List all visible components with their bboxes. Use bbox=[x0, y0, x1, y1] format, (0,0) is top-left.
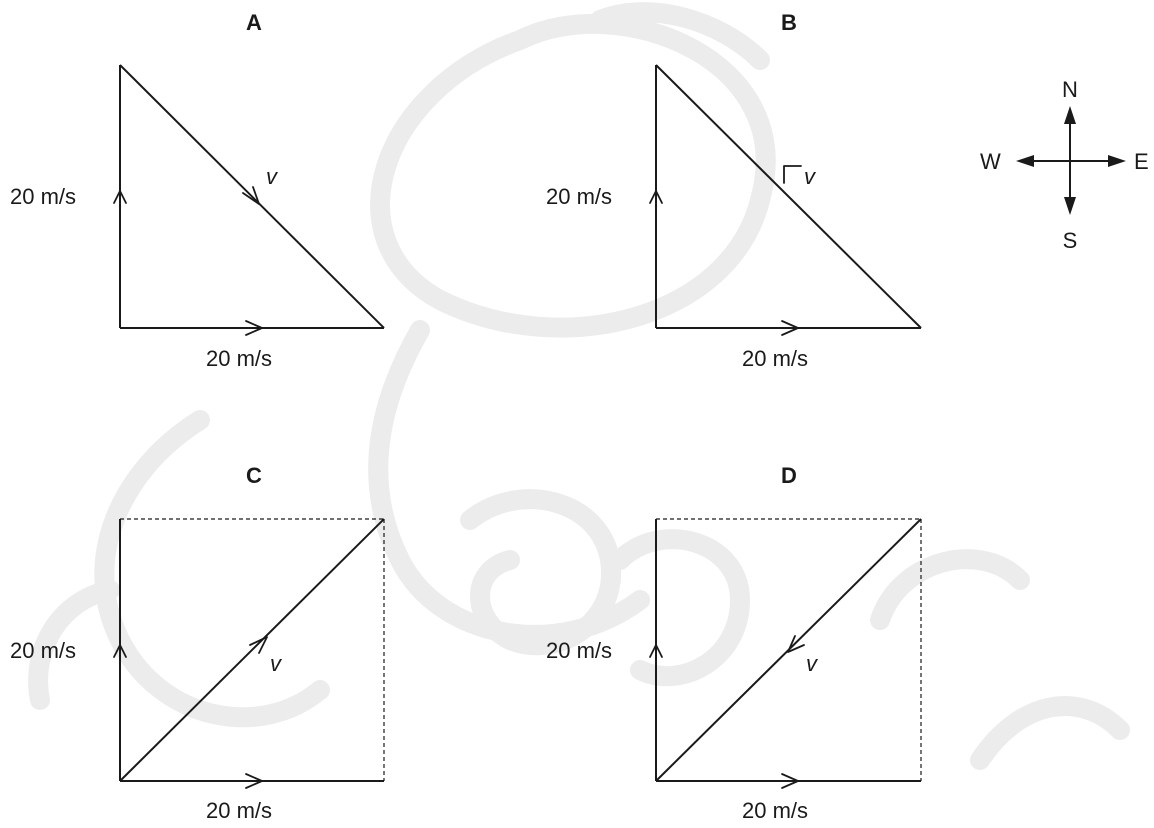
arrow-right-icon bbox=[781, 773, 799, 789]
resultant-vector bbox=[119, 518, 385, 782]
horizontal-speed-label: 20 m/s bbox=[742, 346, 808, 371]
vertical-speed-label: 20 m/s bbox=[546, 638, 612, 663]
resultant-vector bbox=[655, 64, 922, 329]
arrow-right-icon bbox=[245, 320, 263, 336]
compass-rose: N S E W bbox=[980, 77, 1149, 253]
arrow-down-right-icon bbox=[242, 186, 260, 205]
diagram-a: A 20 m/s 20 m/s v bbox=[10, 10, 385, 371]
compass-west-label: W bbox=[980, 149, 1001, 174]
resultant-label: v bbox=[806, 651, 819, 676]
diagram-title: D bbox=[781, 463, 797, 488]
compass-south-label: S bbox=[1063, 228, 1078, 253]
arrow-up-left-icon bbox=[783, 165, 802, 184]
vertical-speed-label: 20 m/s bbox=[546, 184, 612, 209]
vertical-speed-label: 20 m/s bbox=[10, 184, 76, 209]
arrow-down-left-icon bbox=[787, 635, 805, 653]
arrow-right-icon bbox=[245, 773, 263, 789]
arrow-right-icon bbox=[781, 320, 799, 336]
resultant-label: v bbox=[270, 651, 283, 676]
compass-east-label: E bbox=[1134, 149, 1149, 174]
horizontal-speed-label: 20 m/s bbox=[206, 798, 272, 823]
diagram-b: B 20 m/s 20 m/s v bbox=[546, 10, 922, 371]
compass-north-label: N bbox=[1062, 77, 1078, 102]
arrow-up-icon bbox=[113, 644, 127, 658]
west-arrow-icon bbox=[1016, 155, 1034, 167]
diagram-title: B bbox=[781, 10, 797, 35]
horizontal-speed-label: 20 m/s bbox=[742, 798, 808, 823]
resultant-label: v bbox=[266, 164, 279, 189]
east-arrow-icon bbox=[1108, 155, 1126, 167]
watermark-logo bbox=[28, 2, 1130, 770]
horizontal-speed-label: 20 m/s bbox=[206, 346, 272, 371]
arrow-up-right-icon bbox=[249, 636, 268, 654]
south-arrow-icon bbox=[1064, 197, 1076, 215]
diagram-d: D 20 m/s 20 m/s v bbox=[546, 463, 922, 823]
north-arrow-icon bbox=[1064, 106, 1076, 124]
diagram-title: C bbox=[246, 463, 262, 488]
arrow-up-icon bbox=[113, 190, 127, 204]
resultant-vector bbox=[119, 64, 385, 329]
diagram-c: C 20 m/s 20 m/s v bbox=[10, 463, 385, 823]
diagram-title: A bbox=[246, 10, 262, 35]
resultant-label: v bbox=[804, 164, 817, 189]
arrow-up-icon bbox=[649, 644, 663, 658]
vertical-speed-label: 20 m/s bbox=[10, 638, 76, 663]
arrow-up-icon bbox=[649, 190, 663, 204]
